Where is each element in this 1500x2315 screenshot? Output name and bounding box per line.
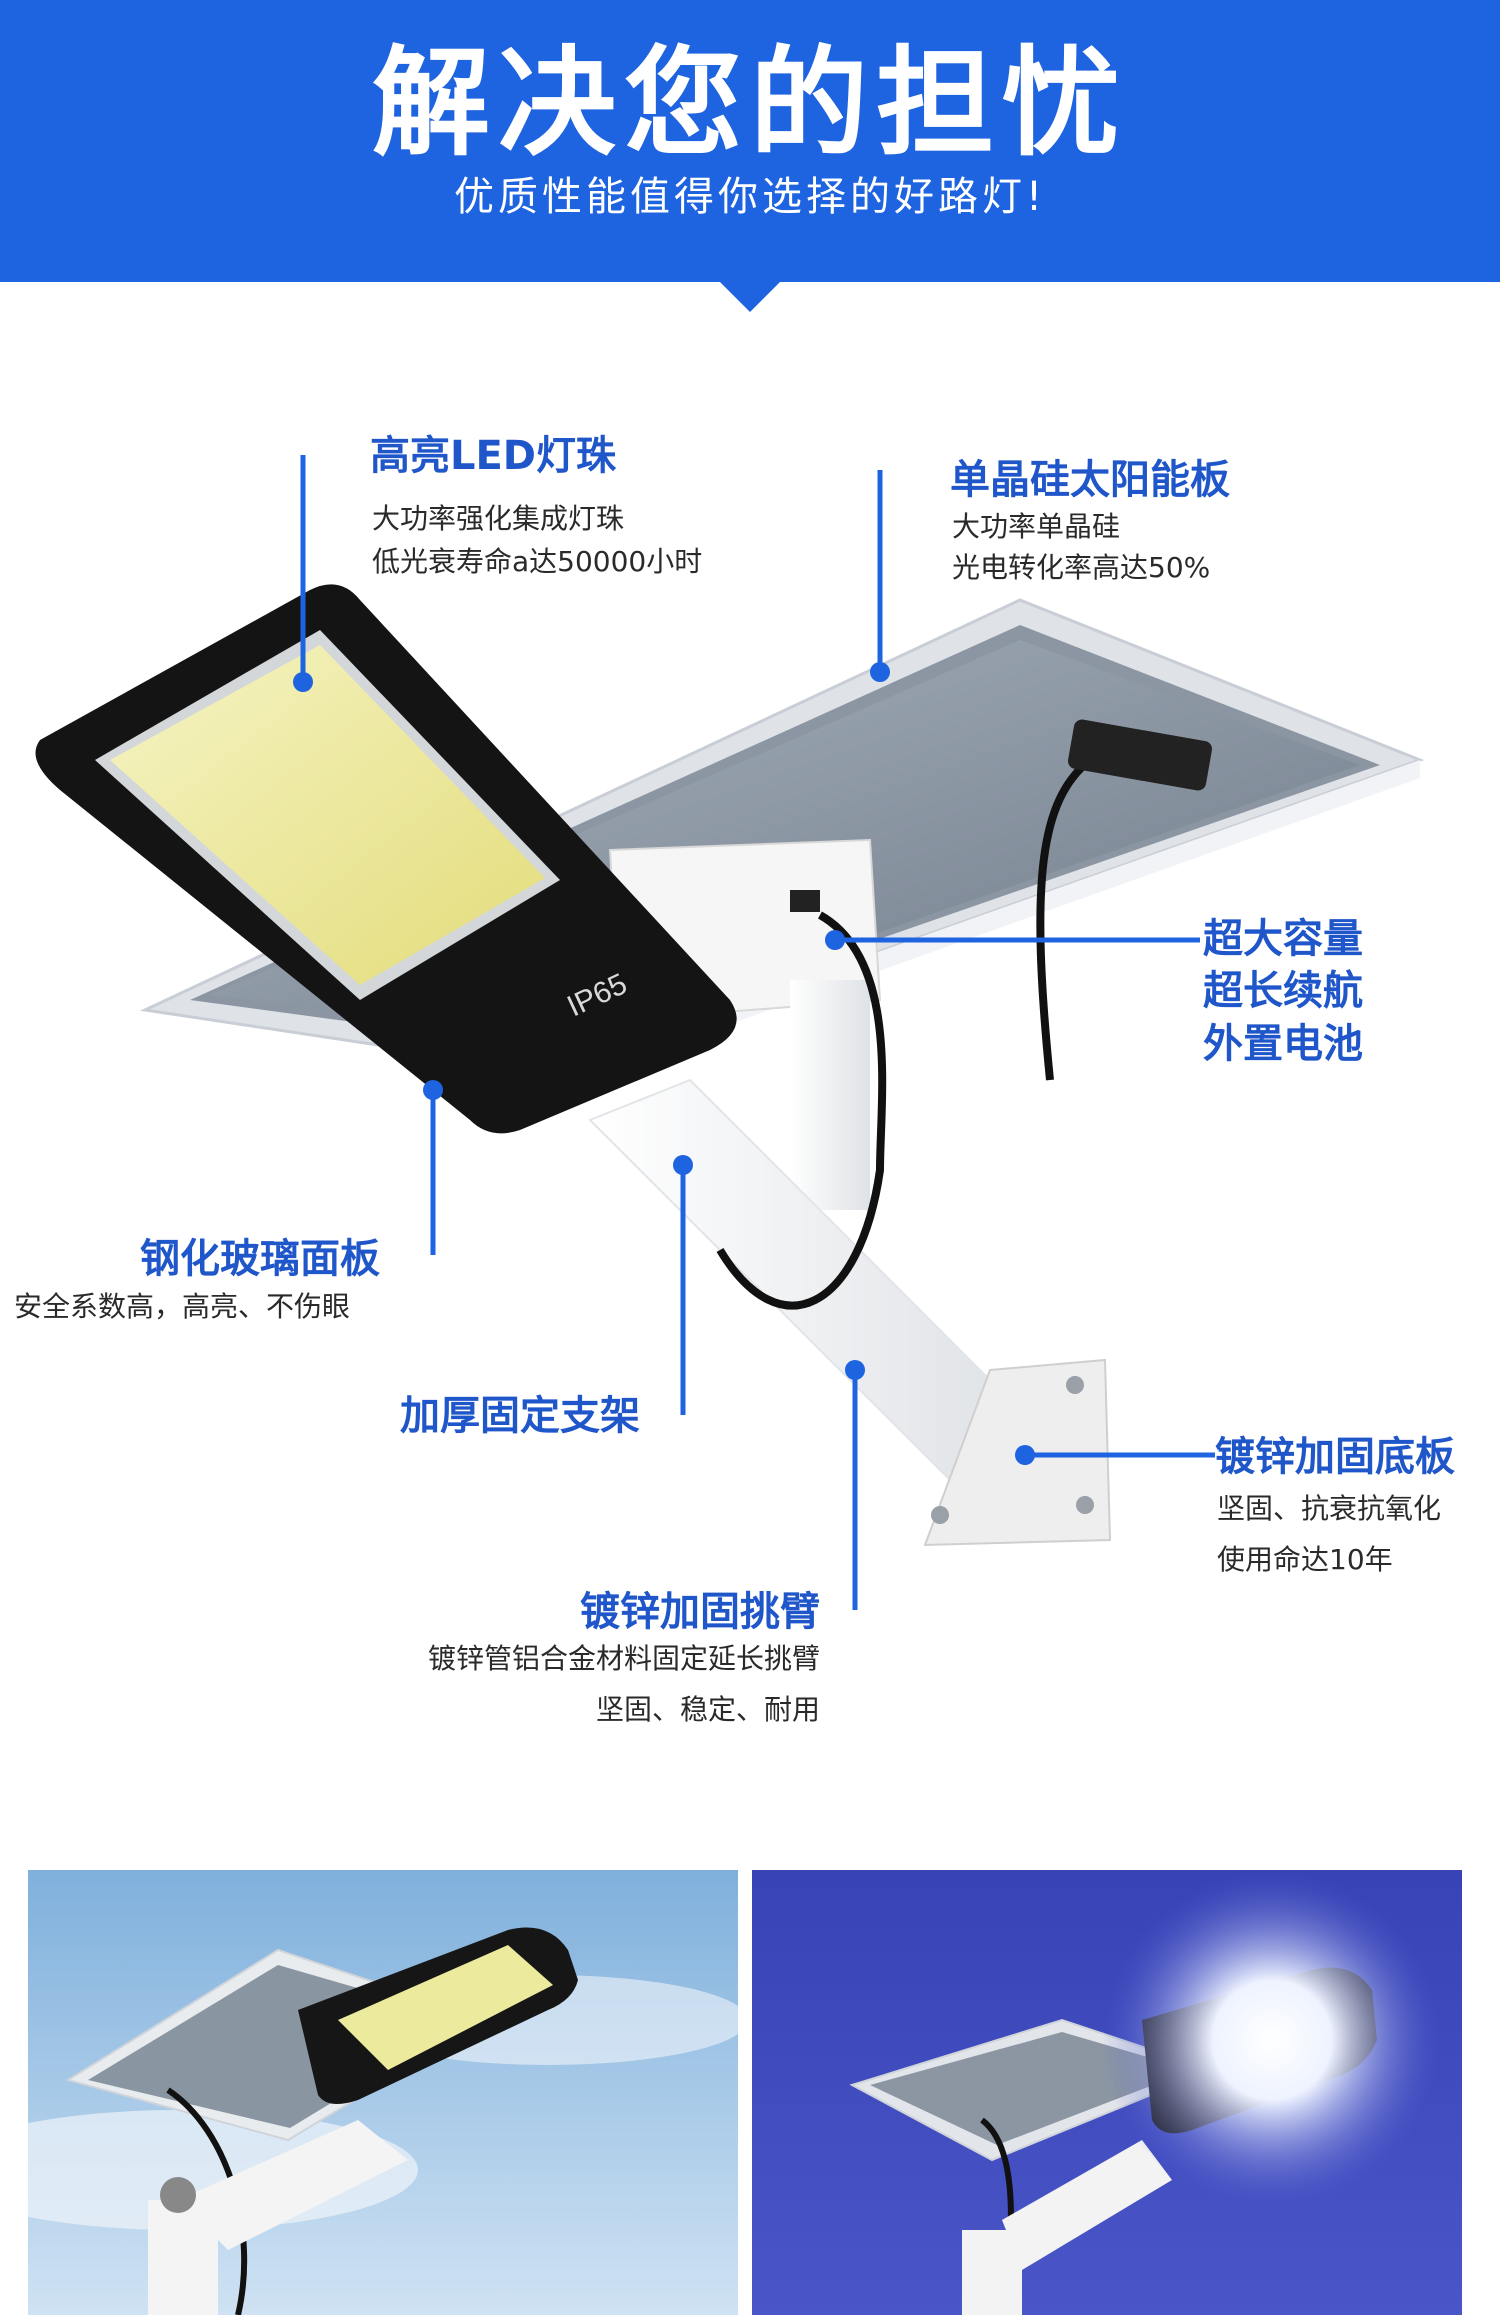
feature-arm-title: 镀锌加固挑臂 [580, 1589, 820, 1635]
vertical-post [790, 980, 870, 1210]
feature-solar-title: 单晶硅太阳能板 [950, 457, 1230, 503]
night-photo [752, 1870, 1462, 2315]
night-scene [752, 1870, 1462, 2315]
cable [716, 911, 887, 1310]
feature-plate-title: 镀锌加固底板 [1215, 1434, 1455, 1480]
page-subtitle: 优质性能值得你选择的好路灯! [453, 174, 1047, 220]
feature-arm-desc-1: 镀锌管铝合金材料固定延长挑臂 [427, 1642, 820, 1675]
daytime-scene [28, 1870, 738, 2315]
feature-battery-title-2: 超长续航 [1203, 968, 1363, 1014]
feature-led-title: 高亮LED灯珠 [370, 433, 617, 479]
header-banner: 解决您的担忧 优质性能值得你选择的好路灯! [0, 0, 1500, 282]
page-title: 解决您的担忧 [371, 34, 1128, 172]
feature-led-desc-1: 大功率强化集成灯珠 [372, 502, 625, 535]
header-notch [720, 282, 780, 312]
feature-solar-desc-1: 大功率单晶硅 [952, 510, 1121, 543]
cable [1036, 756, 1093, 1081]
feature-arm-desc-2: 坚固、稳定、耐用 [595, 1693, 820, 1726]
feature-led-desc-2: 低光衰寿命a达50000小时 [372, 545, 703, 578]
feature-glass-title: 钢化玻璃面板 [140, 1236, 380, 1282]
leader-dots [293, 662, 1035, 1465]
daytime-photo [28, 1870, 738, 2315]
feature-glass-desc: 安全系数高，高亮、不伤眼 [14, 1290, 351, 1323]
feature-battery-title-3: 外置电池 [1203, 1021, 1363, 1067]
feature-solar-desc-2: 光电转化率高达50% [952, 551, 1211, 584]
sensor-box [1067, 719, 1213, 791]
street-light-illustration: IP65 [35, 455, 1425, 1610]
feature-battery-title-1: 超大容量 [1203, 916, 1363, 962]
lamp-head: IP65 [35, 584, 737, 1134]
feature-bracket-title: 加厚固定支架 [400, 1393, 640, 1439]
leader-lines [300, 455, 1215, 1610]
feature-plate-desc-1: 坚固、抗衰抗氧化 [1217, 1492, 1442, 1525]
feature-plate-desc-2: 使用命达10年 [1217, 1543, 1393, 1576]
